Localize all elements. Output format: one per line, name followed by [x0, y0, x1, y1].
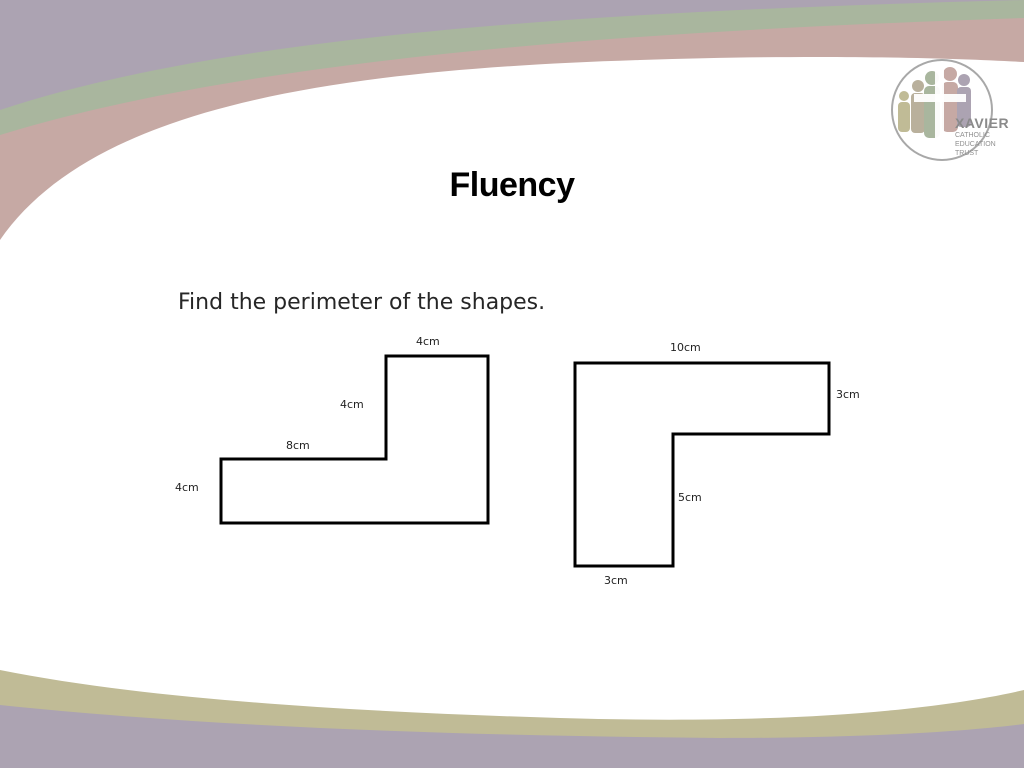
shape-2-right-label: 3cm — [836, 388, 860, 401]
bottom-purple-band — [0, 705, 1024, 768]
shape-1-outline — [219, 354, 490, 525]
shape-2-top-label: 10cm — [670, 341, 701, 354]
logo-name: XAVIER — [955, 115, 1010, 131]
shape-2-inner-vertical-label: 5cm — [678, 491, 702, 504]
shape-2-outline — [573, 361, 831, 568]
logo-tagline-line: EDUCATION — [955, 141, 996, 148]
slide-title: Fluency — [449, 166, 575, 204]
xavier-logo-icon — [891, 59, 993, 161]
logo-tagline-line: CATHOLIC — [955, 132, 990, 139]
logo-tagline-line: TRUST — [955, 150, 979, 157]
shape-1-inner-horizontal-label: 8cm — [286, 439, 310, 452]
content-area — [0, 56, 1024, 726]
instruction-text: Find the perimeter of the shapes. — [178, 290, 546, 315]
shape-1-inner-vertical-label: 4cm — [340, 398, 364, 411]
shape-1-top-label: 4cm — [416, 335, 440, 348]
shape-2-bottom-label: 3cm — [604, 574, 628, 587]
shape-1-left-label: 4cm — [175, 481, 199, 494]
